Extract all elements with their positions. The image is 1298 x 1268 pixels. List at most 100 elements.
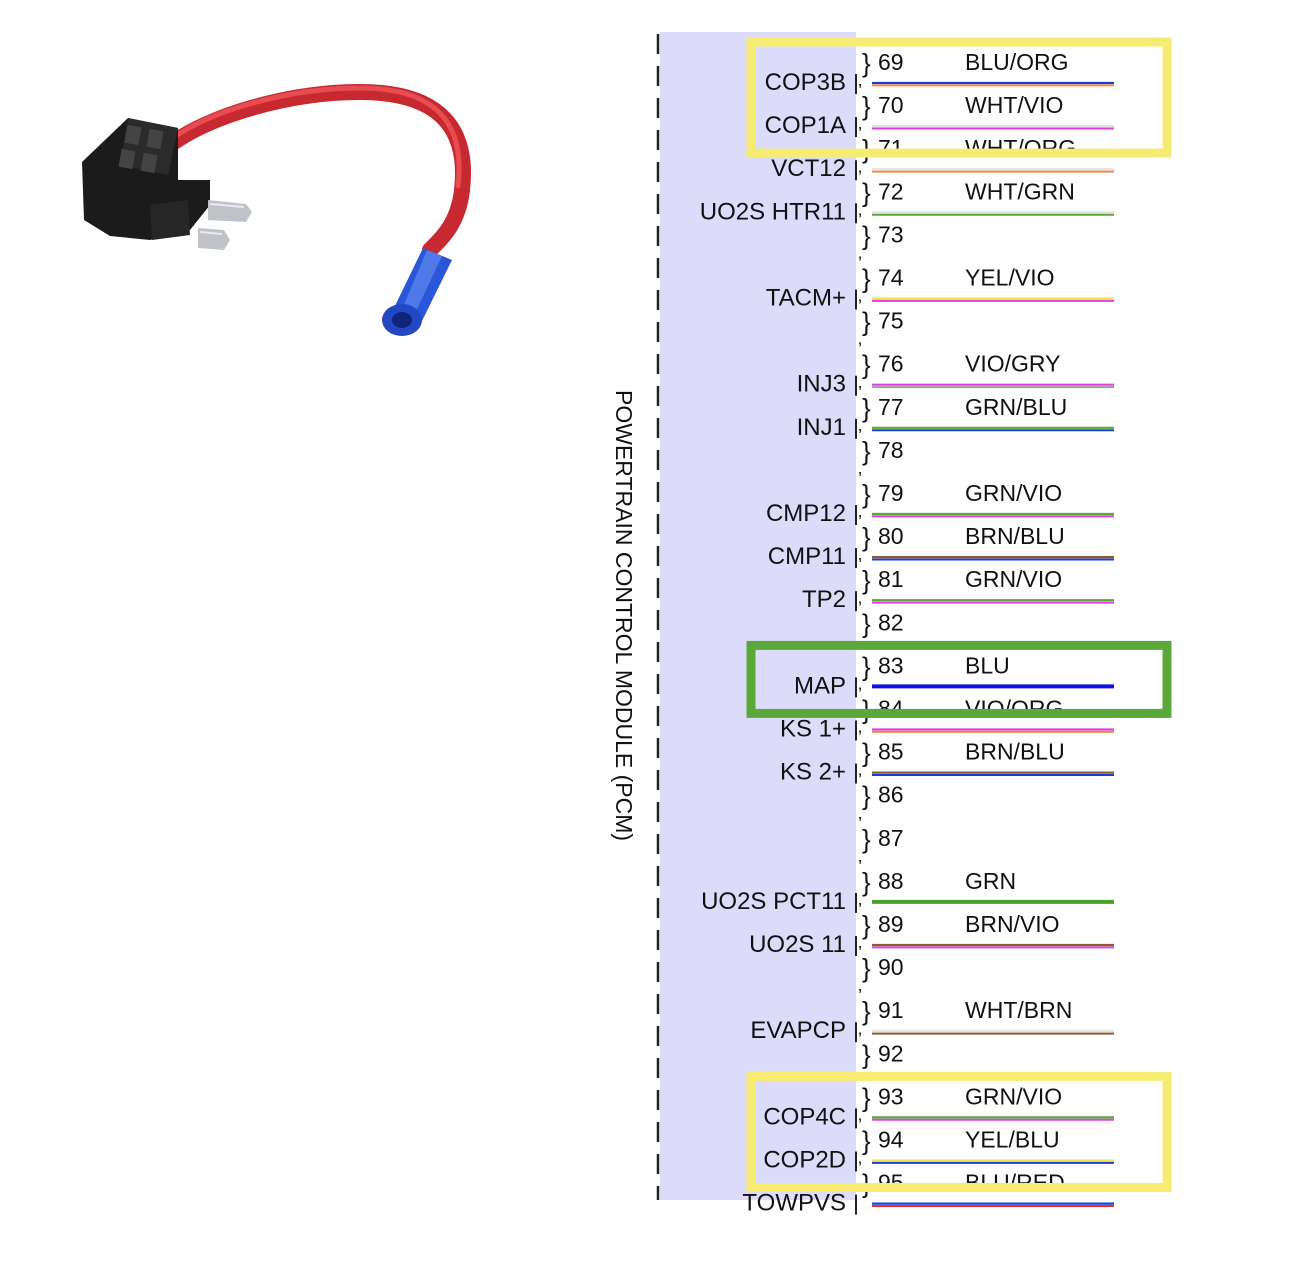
wire-color-label: BLU/ORG [965, 49, 1069, 75]
pin-bracket: } [862, 91, 871, 121]
wire-color-label: WHT/GRN [965, 178, 1075, 204]
wire-color-label: BLU [965, 652, 1010, 678]
pin-number: 88 [878, 868, 904, 894]
pin-bracket: } [862, 953, 871, 983]
signal-name: UO2S PCT11 [701, 888, 846, 915]
pin-tick: ’ [858, 426, 862, 446]
wire-color-label: WHT/BRN [965, 997, 1072, 1023]
pin-number: 83 [878, 652, 904, 678]
pin-tick: ’ [858, 814, 862, 834]
pin-number: 89 [878, 911, 904, 937]
pin-bracket: } [862, 651, 871, 681]
pin-bracket: } [862, 1039, 871, 1069]
pin-number: 70 [878, 92, 904, 118]
pin-bracket: } [862, 996, 871, 1026]
pin-number: 92 [878, 1040, 904, 1066]
wire-color-label: GRN/VIO [965, 1083, 1062, 1109]
signal-name: TACM+ [766, 285, 846, 312]
pin-row: }’78 [858, 426, 904, 466]
signal-name: MAP [794, 672, 846, 699]
fuse-tap-image [82, 83, 471, 336]
pin-tick: ’ [858, 598, 862, 618]
pin-bracket: } [862, 522, 871, 552]
pin-bracket: } [862, 867, 871, 897]
wire-color-label: VIO/GRY [965, 351, 1060, 377]
signal-name: VCT12 [771, 155, 846, 182]
pin-bracket: } [862, 307, 871, 337]
wire-color-label: YEL/VIO [965, 265, 1054, 291]
signal-name: COP4C [763, 1103, 846, 1130]
pin-number: 77 [878, 394, 904, 420]
pin-number: 82 [878, 609, 904, 635]
pin-bracket: } [862, 910, 871, 940]
pin-tick: ’ [858, 1029, 862, 1049]
highlight-box-green [746, 640, 1172, 718]
pin-tick: ’ [858, 254, 862, 274]
pcm-fill [660, 32, 856, 1200]
signal-name: COP1A [765, 112, 846, 139]
pin-bracket: } [862, 177, 871, 207]
pin-number: 74 [878, 265, 904, 291]
pin-bracket: } [862, 1126, 871, 1156]
wire-color-label: BRN/BLU [965, 523, 1065, 549]
pin-row: }’86 [858, 771, 904, 811]
signal-name: CMP11 [768, 543, 846, 570]
signal-name: INJ1 [797, 414, 846, 441]
pin-row: }’ 90 [858, 943, 904, 983]
pin-tick: ’ [858, 297, 862, 317]
signal-name: UO2S 11 [749, 931, 846, 958]
pin-number: 81 [878, 566, 904, 592]
pin-tick: ’ [858, 771, 862, 791]
pin-tick: ’ [858, 210, 862, 230]
pin-tick: ’ [858, 641, 862, 661]
pin-number: 91 [878, 997, 904, 1023]
wire-color-label: GRN [965, 868, 1016, 894]
signal-name: TOWPVS [742, 1190, 846, 1217]
highlight-box-yellow [746, 37, 1172, 158]
pcm-block: POWERTRAIN CONTROL MODULE (PCM) [611, 32, 856, 1200]
signal-name: KS 1+ [780, 716, 846, 743]
pin-row: }’ 83 BLU [858, 641, 1114, 689]
pin-tick: ’ [858, 943, 862, 963]
pin-bracket: } [862, 781, 871, 811]
pin-bracket: } [862, 824, 871, 854]
pin-number: 85 [878, 739, 904, 765]
pin-number: 78 [878, 437, 904, 463]
pin-number: 90 [878, 954, 904, 980]
wire-color-label: WHT/VIO [965, 92, 1063, 118]
pin-row: }’ 92 [858, 1029, 904, 1069]
signal-name: UO2S HTR11 [700, 198, 846, 225]
pin-bracket: } [862, 1082, 871, 1112]
pin-bracket: } [862, 738, 871, 768]
pin-tick: ’ [858, 1072, 862, 1092]
wire-color-label: BRN/VIO [965, 911, 1060, 937]
pin-tick: ’ [858, 986, 862, 1006]
highlight-box-yellow [746, 1071, 1172, 1193]
wire-color-label: GRN/VIO [965, 480, 1062, 506]
pin-number: 94 [878, 1127, 904, 1153]
pin-tick: ’ [858, 383, 862, 403]
pin-number: 87 [878, 825, 904, 851]
pin-number: 76 [878, 351, 904, 377]
pin-bracket: } [862, 608, 871, 638]
pin-number: 79 [878, 480, 904, 506]
pin-row: }’ 91 WHT/BRN [858, 986, 1114, 1035]
pin-bracket: } [862, 393, 871, 423]
signal-name: EVAPCP [750, 1017, 846, 1044]
signal-name: COP2D [763, 1147, 846, 1174]
pin-tick: ’ [858, 1159, 862, 1179]
